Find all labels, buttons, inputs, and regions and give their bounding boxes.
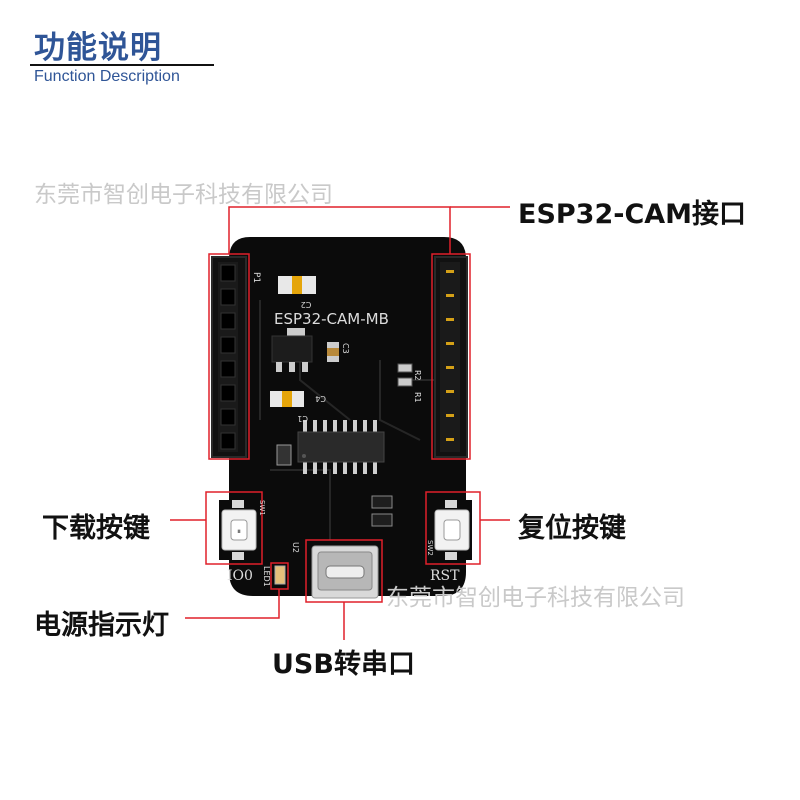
- voltage-regulator: [271, 328, 313, 372]
- reset-switch: [432, 500, 472, 560]
- watermark-bottom: 东莞市智创电子科技有限公司: [386, 585, 685, 611]
- capacitor-c3: [327, 342, 339, 362]
- left-pin-header: [211, 256, 247, 458]
- callout-reset-button: 复位按键: [518, 513, 626, 544]
- capacitor-c4: [270, 391, 304, 407]
- svg-text:R1: R1: [413, 392, 422, 403]
- silkscreen: ESP32-CAM-MB P1 C2 C3 C4 C1 R1 R2 U2 LED…: [227, 272, 460, 587]
- small-smd-part: [276, 444, 292, 466]
- svg-text:C2: C2: [301, 300, 312, 309]
- watermark-top: 东莞市智创电子科技有限公司: [34, 182, 333, 208]
- svg-text:C3: C3: [341, 343, 350, 354]
- right-pin-header: [434, 256, 468, 458]
- svg-text:⏸: ⏸: [237, 527, 241, 536]
- page-title: 功能说明: [34, 30, 162, 66]
- callout-esp32-cam-header: ESP32-CAM接口: [518, 199, 747, 230]
- callout-lines: [170, 206, 510, 640]
- svg-text:R2: R2: [413, 370, 422, 381]
- resistors-r1-r2: [397, 363, 413, 387]
- svg-text:SW1: SW1: [258, 500, 266, 516]
- callout-download-button: 下载按键: [42, 513, 150, 544]
- usb-serial-chip: [297, 420, 385, 474]
- page-subtitle: Function Description: [34, 68, 180, 85]
- svg-text:SW2: SW2: [426, 540, 434, 556]
- capacitor-c2: [278, 276, 316, 294]
- svg-text:U2: U2: [291, 542, 300, 553]
- svg-text:C1: C1: [297, 414, 308, 423]
- svg-text:P1: P1: [251, 272, 261, 283]
- power-led: [274, 565, 286, 585]
- callout-usb-serial: USB转串口: [272, 649, 415, 680]
- download-switch: ⏸: [219, 500, 259, 560]
- svg-text:LED1: LED1: [262, 566, 271, 587]
- pcb-board: [229, 237, 466, 596]
- title-underline: [30, 64, 214, 66]
- rst-label: RST: [430, 568, 460, 584]
- board-title: ESP32-CAM-MB: [274, 310, 389, 328]
- callout-power-led: 电源指示灯: [34, 610, 169, 641]
- transistors: [371, 495, 393, 527]
- io0-label: IO0: [227, 568, 253, 584]
- svg-text:C4: C4: [315, 394, 326, 403]
- micro-usb-connector: [311, 545, 379, 599]
